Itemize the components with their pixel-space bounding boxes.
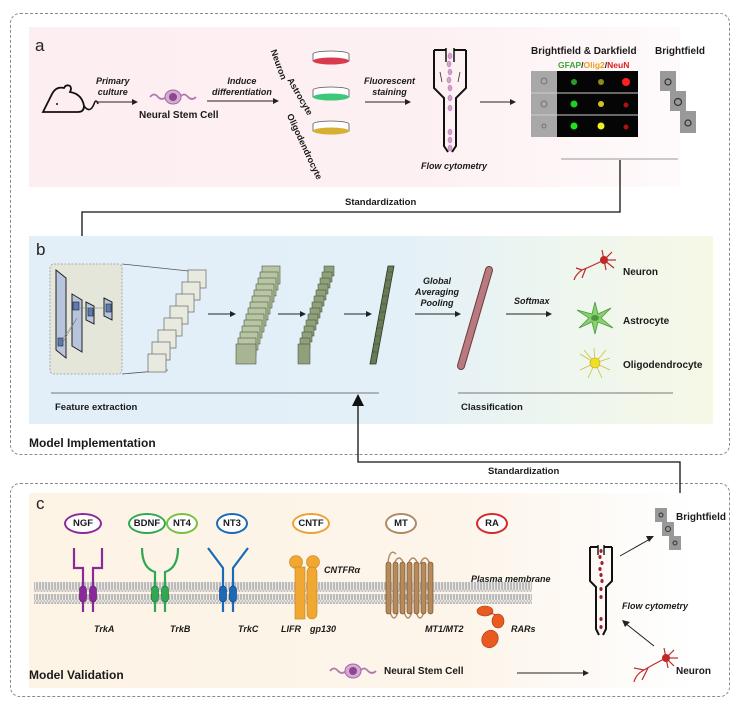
marker-legend: GFAP/Olig2/NeuN xyxy=(558,60,629,70)
ligand-ngf: NGF xyxy=(64,513,102,534)
oligodendrocyte-icon-b xyxy=(579,347,611,379)
ligand-mt: MT xyxy=(385,513,417,534)
output-astrocyte-label: Astrocyte xyxy=(623,316,670,327)
petri-dish-oligodendrocyte xyxy=(312,120,350,135)
standardization-label-1: Standardization xyxy=(345,197,417,208)
flow-cytometer-icon-c xyxy=(589,545,613,636)
marker-neun: NeuN xyxy=(607,60,630,70)
arrow-induce-differentiation xyxy=(207,98,279,104)
receptor-rars xyxy=(476,605,505,649)
receptor-trkc-label: TrkC xyxy=(238,624,259,634)
marker-sep-2: / xyxy=(604,60,608,70)
neuron-icon-b xyxy=(573,249,616,281)
arrow-global-pooling xyxy=(415,311,461,317)
imaging-grid xyxy=(531,71,638,137)
petri-dish-astrocyte xyxy=(312,86,350,101)
neural-stem-cell-label: Neural Stem Cell xyxy=(139,110,219,121)
fluorescent-staining-label: Fluorescent staining xyxy=(364,76,416,97)
global-averaging-pooling-label: Global Averaging Pooling xyxy=(415,276,460,308)
cnn-conv-block-2 xyxy=(297,265,335,365)
output-neuron-label: Neuron xyxy=(623,267,658,278)
brightfield-cells-c xyxy=(655,508,681,550)
receptor-trka-label: TrkA xyxy=(94,624,115,634)
standardization-label-2: Standardization xyxy=(488,466,560,477)
neuron-icon-c xyxy=(633,647,678,683)
receptor-cntf-complex xyxy=(289,555,320,620)
panel-c-letter: c xyxy=(36,494,45,513)
imaging-row-1 xyxy=(540,77,630,86)
receptor-rars-label: RARs xyxy=(511,624,536,634)
astrocyte-icon-b xyxy=(576,301,614,335)
ligand-nt4: NT4 xyxy=(166,513,198,534)
primary-culture-label: Primary culture xyxy=(96,76,130,97)
plasma-membrane xyxy=(34,582,532,604)
panel-a-letter: a xyxy=(35,36,45,55)
receptor-trka xyxy=(72,548,104,612)
neural-stem-cell-icon xyxy=(149,89,197,105)
induce-differentiation-label: Induce differentiation xyxy=(212,76,272,97)
arrow-primary-culture xyxy=(98,99,138,105)
receptor-cntfra-label: CNTFRα xyxy=(324,565,361,575)
neural-stem-cell-icon-c xyxy=(329,663,377,679)
panel-b-letter: b xyxy=(36,240,46,259)
brightfield-cells-a xyxy=(660,71,696,133)
model-implementation-title: Model Implementation xyxy=(29,436,156,450)
receptor-trkb-label: TrkB xyxy=(170,624,191,634)
arrow-softmax xyxy=(506,311,552,317)
neural-stem-cell-label-c: Neural Stem Cell xyxy=(384,666,464,677)
marker-sep-1: / xyxy=(581,60,584,70)
softmax-label: Softmax xyxy=(514,296,550,306)
arrow-neuron-to-flow-c xyxy=(622,620,655,647)
arrow-nsc-to-neuron xyxy=(517,670,589,676)
receptor-mt-label: MT1/MT2 xyxy=(425,624,464,634)
imaging-row-2 xyxy=(540,100,629,108)
cnn-conv-block-1 xyxy=(235,265,281,365)
cnn-arrow-1 xyxy=(208,311,236,317)
cnn-conv-block-3 xyxy=(369,265,395,365)
receptor-mt xyxy=(385,551,434,619)
brightfield-label-c: Brightfield xyxy=(676,512,726,523)
petri-dish-neuron xyxy=(312,50,350,65)
receptor-trkb xyxy=(140,547,180,612)
model-validation-frame xyxy=(10,483,730,697)
marker-gfap: GFAP xyxy=(558,60,582,70)
ligand-ra: RA xyxy=(476,513,508,534)
classification-label: Classification xyxy=(461,402,523,413)
model-validation-title: Model Validation xyxy=(29,668,124,682)
cnn-input-layers xyxy=(49,263,207,375)
arrow-to-imaging xyxy=(480,99,516,105)
ligand-cntf: CNTF xyxy=(292,513,330,534)
output-oligodendrocyte-label: Oligodendrocyte xyxy=(623,360,703,371)
neuron-label-c: Neuron xyxy=(676,666,711,677)
flow-cytometry-label-c: Flow cytometry xyxy=(622,601,689,611)
feature-extraction-label: Feature extraction xyxy=(55,402,138,413)
brightfield-title: Brightfield xyxy=(655,46,705,57)
pooled-vector-icon xyxy=(457,266,493,370)
flow-cytometry-label-a: Flow cytometry xyxy=(421,161,488,171)
arrow-to-brightfield-c xyxy=(619,536,654,557)
plasma-membrane-label: Plasma membrane xyxy=(471,574,551,584)
receptor-lifr-label: LIFR xyxy=(281,624,301,634)
receptor-gp130-label: gp130 xyxy=(310,624,337,634)
ligand-bdnf: BDNF xyxy=(128,513,166,534)
ligand-nt3: NT3 xyxy=(216,513,248,534)
cnn-arrow-3 xyxy=(344,311,372,317)
mouse-icon xyxy=(41,84,99,113)
receptor-trkc xyxy=(207,547,249,612)
cnn-arrow-2 xyxy=(278,311,306,317)
standardization-connector-2 xyxy=(352,394,681,508)
flow-cytometer-icon xyxy=(433,48,467,153)
imaging-row-3 xyxy=(541,122,629,130)
brightfield-darkfield-title: Brightfield & Darkfield xyxy=(531,46,637,57)
model-implementation-frame xyxy=(10,13,730,455)
panel-b-divider-lines xyxy=(51,392,673,394)
arrow-fluorescent-staining xyxy=(365,99,411,105)
marker-olig2: Olig2 xyxy=(583,60,605,70)
